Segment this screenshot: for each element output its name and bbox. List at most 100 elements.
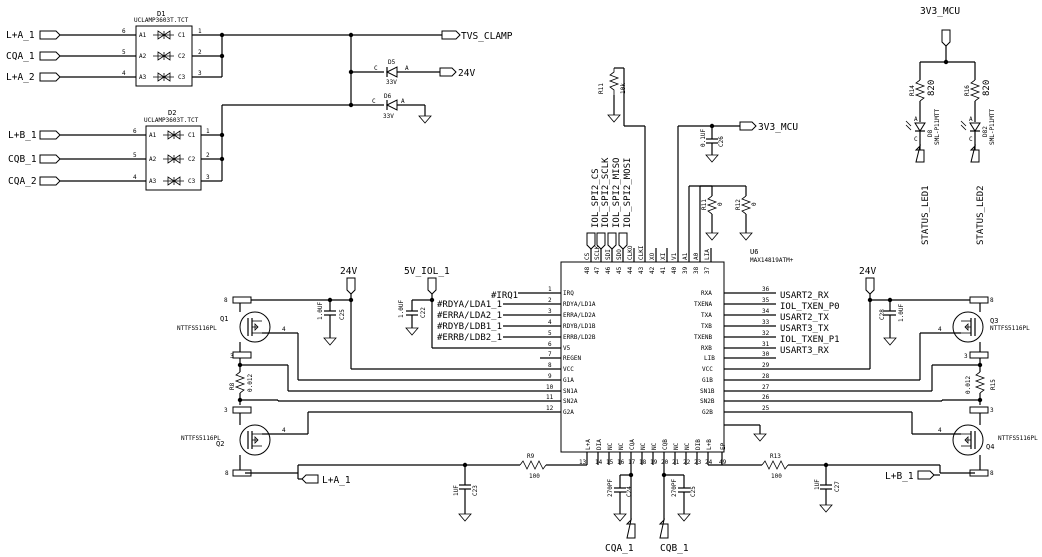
c23-capacitor[interactable]: 1UF C23 [453, 465, 479, 522]
svg-text:42: 42 [649, 266, 656, 274]
svg-text:21: 21 [672, 459, 680, 466]
d6-zener-diode[interactable]: C A D6 33V [351, 93, 425, 120]
svg-text:A0: A0 [693, 252, 700, 260]
svg-text:SDO: SDO [616, 249, 623, 260]
d82-led[interactable]: A C D82 SML-P11MTT [960, 108, 996, 150]
offpage-connector-cqa1[interactable]: CQA_1 [6, 51, 61, 62]
u6-max14819-ic[interactable]: U6 MAX14819ATM+ [560, 248, 794, 453]
svg-text:NTTFS5116PL: NTTFS5116PL [998, 435, 1038, 442]
q3-mosfet[interactable]: 4 Q3 NTTFS5116PL 8 3 [920, 296, 1030, 360]
net-label-5v-iol-1: 5V_IOL_1 [404, 266, 450, 277]
r8-sense-resistor[interactable]: R8 0.012 [229, 360, 254, 405]
offpage-connector-lpa1[interactable]: L+A_1 [6, 30, 61, 41]
v24-left-supply: 24V 1.0UF C25 [240, 266, 540, 370]
svg-text:3: 3 [964, 353, 968, 360]
svg-text:1UF: 1UF [453, 485, 460, 496]
offpage-connector-5v-iol-1[interactable] [427, 277, 437, 295]
net-label-24v-left: 24V [340, 266, 357, 277]
c26-capacitor[interactable]: 0.1UF C26 [700, 126, 725, 163]
net-label-usart3-tx: USART3_TX [780, 324, 829, 334]
svg-text:C28: C28 [879, 309, 886, 320]
spi-connectors: IOL_SPI2_CS IOL_SPI2_SCLK IOL_SPI2_MISO … [586, 157, 633, 250]
svg-text:Q2: Q2 [216, 440, 224, 448]
offpage-connector-3v3-mcu-top[interactable] [941, 29, 951, 47]
d1-tvs-array[interactable]: D1 UCLAMP3603T.TCT A1 A2 A3 C1 C2 C3 [134, 10, 193, 87]
offpage-connector-lpb1-bottom[interactable] [917, 470, 935, 480]
cq-bottom-paths: 270PF C24 CQA_1 270PF C25 CQB_1 [605, 465, 697, 554]
svg-text:4: 4 [282, 326, 286, 333]
spi-mosi-connector[interactable]: IOL_SPI2_MOSI [618, 158, 633, 250]
net-label-lpb1-bottom: L+B_1 [885, 471, 914, 482]
svg-text:TXENA: TXENA [694, 301, 712, 308]
offpage-connector-3v3-mcu-mid[interactable] [739, 121, 757, 131]
net-label-cqb1-bottom: CQB_1 [660, 543, 689, 554]
r14-resistor[interactable]: R14 820 [909, 62, 937, 122]
d5-zener-diode[interactable]: C A D5 33V [351, 59, 440, 86]
spi-miso-connector[interactable]: IOL_SPI2_MISO [607, 158, 622, 250]
c25-capacitor[interactable]: 1.0UF C25 [317, 300, 346, 346]
lpb1-bottom-path: R13 100 1UF C27 L+B_1 [708, 453, 975, 513]
spi-sclk-connector[interactable]: IOL_SPI2_SCLK [596, 157, 611, 250]
svg-text:RXB: RXB [701, 345, 712, 352]
d8-led[interactable]: A C D8 SML-P11MTT [905, 108, 941, 150]
offpage-connector-cqb1-bottom[interactable] [658, 518, 669, 539]
c25b-capacitor[interactable]: 270PF C25 [671, 475, 697, 522]
d5-value: 33V [386, 79, 397, 86]
svg-text:V1: V1 [671, 252, 678, 260]
svg-text:1.0UF: 1.0UF [898, 304, 905, 322]
svg-text:NC: NC [640, 442, 647, 450]
offpage-connector-status-led2[interactable] [969, 144, 980, 163]
offpage-connector-lpa2[interactable]: L+A_2 [6, 72, 61, 83]
svg-text:45: 45 [616, 266, 623, 274]
svg-text:36: 36 [762, 286, 770, 293]
c27-capacitor[interactable]: 1UF C27 [814, 465, 841, 513]
offpage-connector-lpb1[interactable]: L+B_1 [8, 130, 61, 141]
offpage-connector-status-led1[interactable] [914, 144, 925, 163]
offpage-connector-cqa2[interactable]: CQA_2 [8, 176, 61, 187]
net-label-tvs-clamp: TVS_CLAMP [461, 31, 513, 42]
q4-mosfet[interactable]: 4 Q4 NTTFS5116PL 3 8 [912, 406, 1038, 477]
d2-part: UCLAMP3603T.TCT [144, 117, 199, 124]
svg-text:RXA: RXA [701, 290, 712, 297]
v5-iol-supply: 5V_IOL_1 1.0UF C22 [398, 266, 540, 349]
svg-text:SN2B: SN2B [700, 398, 715, 405]
offpage-connector-24v-left[interactable] [346, 277, 356, 295]
svg-text:37: 37 [704, 266, 711, 274]
svg-text:8: 8 [990, 470, 994, 477]
offpage-connector-24v-right[interactable] [865, 277, 875, 295]
svg-text:A: A [401, 98, 405, 105]
spi-cs-connector[interactable]: IOL_SPI2_CS [586, 168, 601, 250]
offpage-connector-24v-top[interactable] [439, 67, 457, 77]
svg-text:1.0UF: 1.0UF [317, 302, 324, 320]
q2-mosfet[interactable]: 4 Q2 NTTFS5116PL [181, 424, 308, 456]
c24-capacitor[interactable]: 270PF C24 [607, 475, 633, 522]
svg-text:32: 32 [762, 330, 770, 337]
net-label-errb: #ERRB/LDB2_1 [437, 333, 502, 343]
q1-mosfet[interactable]: 4 Q1 NTTFS5116PL [177, 311, 298, 343]
svg-text:IOL_SPI2_SCLK: IOL_SPI2_SCLK [601, 157, 611, 228]
r12-address-resistor[interactable]: R12 0 [700, 185, 758, 241]
svg-text:11: 11 [546, 394, 554, 401]
r11-resistor[interactable]: R11 10k [598, 67, 645, 127]
svg-text:6: 6 [548, 341, 552, 348]
r13-resistor[interactable]: R13 100 [761, 453, 789, 480]
v33-mcu-decoupling: 3V3_MCU 0.1UF C26 [678, 121, 798, 163]
svg-text:C1: C1 [178, 32, 186, 39]
c22-capacitor[interactable]: 1.0UF C22 [398, 300, 427, 336]
svg-text:3: 3 [224, 407, 228, 414]
offpage-connector-cqb1[interactable]: CQB_1 [8, 154, 61, 165]
svg-text:20: 20 [661, 459, 669, 466]
svg-text:4: 4 [938, 326, 942, 333]
r16-resistor[interactable]: R16 820 [964, 62, 992, 122]
svg-text:19: 19 [650, 459, 658, 466]
offpage-connector-cqa1-bottom[interactable] [625, 518, 636, 539]
r9-resistor[interactable]: R9 100 [519, 453, 587, 480]
svg-text:0.012: 0.012 [965, 376, 972, 394]
r11-address-resistor[interactable]: R11 0 [689, 185, 724, 241]
offpage-connector-lpa1-bottom[interactable] [301, 474, 319, 484]
d2-tvs-array[interactable]: D2 UCLAMP3603T.TCT A1 A2 A3 C1 C2 C3 [144, 109, 202, 191]
offpage-connector-tvs-clamp[interactable] [441, 30, 461, 40]
c28-capacitor[interactable]: C28 1.0UF [879, 300, 905, 346]
r15-sense-resistor[interactable]: R15 0.012 [965, 360, 997, 405]
